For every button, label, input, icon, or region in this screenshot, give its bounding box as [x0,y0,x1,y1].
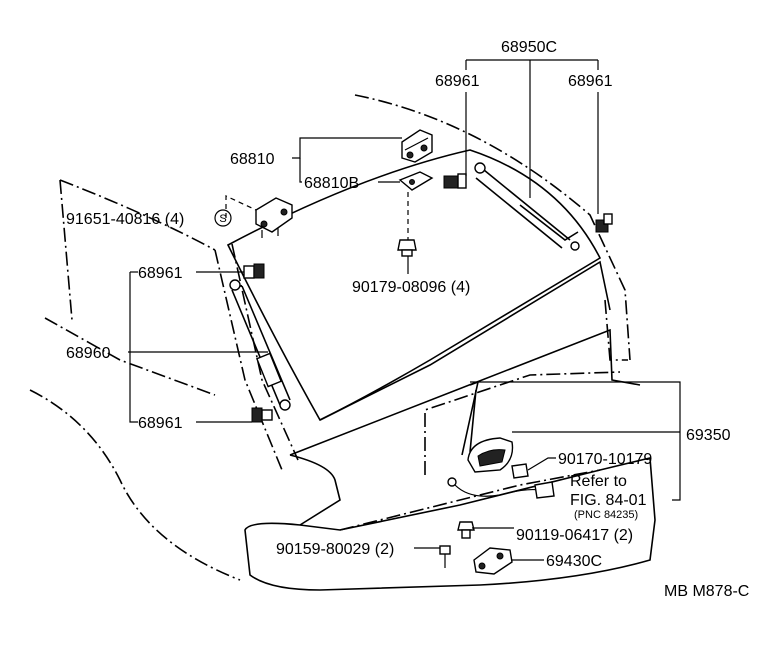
figure-code: MB M878-C [664,583,749,600]
bolt-90119-06417 [457,521,475,539]
label-68961-left-top: 68961 [138,265,183,282]
label-refer-to: Refer to [570,473,627,490]
label-pnc-84235: (PNC 84235) [574,509,638,521]
label-90119-06417: 90119-06417 (2) [516,527,633,544]
bolt-90179-08096 [397,239,417,257]
label-68960: 68960 [66,345,111,362]
hinge-base-68810B [398,171,434,191]
label-68961-top-left: 68961 [435,73,480,90]
lock-assembly-69350 [447,380,555,499]
hinge-91651-40816 [255,197,293,238]
rear-glass [226,149,602,422]
damper-stay-68950C [474,162,580,251]
label-69430C: 69430C [546,553,602,570]
striker-69430C [473,547,513,575]
leader-lines [128,59,681,561]
s-mark-symbol: S [214,209,232,227]
label-91651-40816: 91651-40816 (4) [66,211,184,228]
label-fig-84-01: FIG. 84-01 [570,492,647,509]
s-mark-text: S [219,213,226,225]
ball-joint-68961-top-left [443,173,467,189]
label-68961-top-right: 68961 [568,73,613,90]
label-68810B: 68810B [304,175,359,192]
ball-joint-68961-left-top [243,263,265,279]
label-68950C: 68950C [501,39,557,56]
screw-90159-80029 [439,545,451,568]
label-68810: 68810 [230,151,275,168]
label-90179-08096: 90179-08096 (4) [352,279,470,296]
ball-joint-68961-left-bottom [251,407,273,423]
ball-joint-68961-top-right [595,213,613,233]
vehicle-body-outline [29,94,631,581]
label-68961-left-bottom: 68961 [138,415,183,432]
label-69350: 69350 [686,427,731,444]
damper-stay-68960 [229,279,291,411]
back-door-panel [244,260,656,591]
hinge-68810 [401,129,433,163]
label-90159-80029: 90159-80029 (2) [276,541,394,558]
label-90170-10179: 90170-10179 [558,451,652,468]
